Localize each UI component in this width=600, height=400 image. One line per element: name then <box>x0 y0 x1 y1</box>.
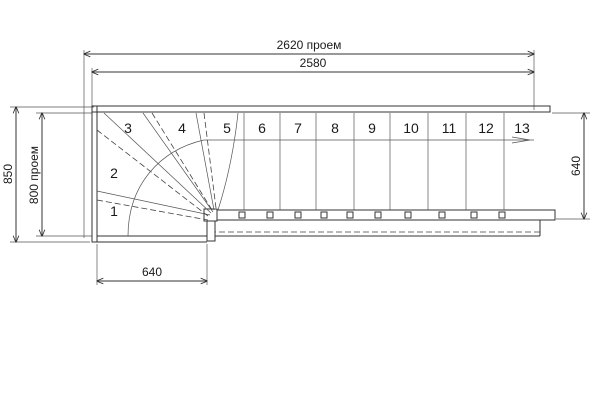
baluster <box>498 211 506 219</box>
step-number: 9 <box>368 120 376 136</box>
baluster <box>266 211 274 219</box>
straight-steps <box>238 113 506 219</box>
dimension-label-opening-depth: 800 проем <box>27 146 41 204</box>
step-number: 5 <box>223 120 231 136</box>
dimension-label-flight-width: 640 <box>142 265 162 279</box>
dimension-opening-depth: 800 проем <box>27 113 92 236</box>
baluster <box>294 211 302 219</box>
step-number: 10 <box>403 120 419 136</box>
dimension-flight-width: 640 <box>97 244 207 285</box>
baluster <box>320 211 328 219</box>
dimension-label-landing-width: 640 <box>569 156 583 176</box>
step-number: 3 <box>124 120 132 136</box>
step-number: 11 <box>442 120 457 136</box>
baluster <box>346 211 354 219</box>
dimension-opening-width: 2620 проем <box>84 38 534 238</box>
baluster <box>470 211 478 219</box>
step-number: 13 <box>514 120 530 136</box>
direction-arrow-icon <box>511 136 531 144</box>
newel-post <box>203 208 218 222</box>
step-number: 2 <box>110 165 118 181</box>
dimension-depth: 850 <box>1 107 94 242</box>
dimension-width: 2580 <box>92 56 534 110</box>
dimension-label-width: 2580 <box>300 56 327 70</box>
winder-steps <box>96 112 534 237</box>
step-number: 12 <box>478 120 494 136</box>
baluster <box>238 211 246 219</box>
step-number: 1 <box>110 203 118 219</box>
dimension-landing-width: 640 <box>552 113 590 219</box>
baluster <box>374 211 382 219</box>
baluster <box>438 211 446 219</box>
step-number: 7 <box>294 120 302 136</box>
stair-outline <box>91 105 556 243</box>
step-number: 4 <box>178 120 186 136</box>
walking-line-arc <box>127 139 205 237</box>
dimension-label-depth: 850 <box>1 164 15 184</box>
baluster <box>404 211 412 219</box>
step-number: 8 <box>331 120 339 136</box>
dimension-label-opening-width: 2620 проем <box>277 38 342 52</box>
step-number: 6 <box>258 120 266 136</box>
